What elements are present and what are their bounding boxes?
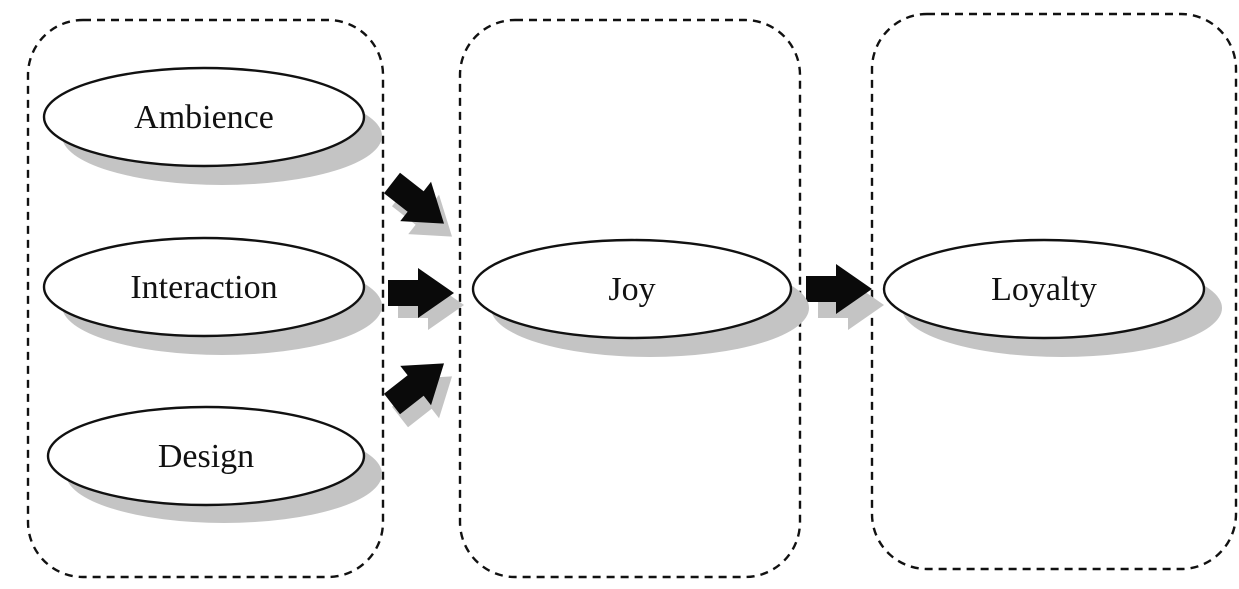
node-interaction: Interaction — [42, 236, 382, 355]
node-label-joy: Joy — [608, 271, 655, 308]
node-loyalty: Loyalty — [882, 238, 1222, 357]
group-box-outcome — [870, 12, 1238, 571]
node-label-loyalty: Loyalty — [991, 271, 1097, 308]
group-box-antecedents — [26, 18, 385, 579]
node-joy: Joy — [471, 238, 809, 357]
node-design: Design — [46, 405, 382, 523]
node-ambience: Ambience — [42, 66, 382, 185]
node-label-ambience: Ambience — [134, 99, 274, 136]
node-label-interaction: Interaction — [130, 269, 277, 306]
node-label-design: Design — [158, 438, 254, 475]
